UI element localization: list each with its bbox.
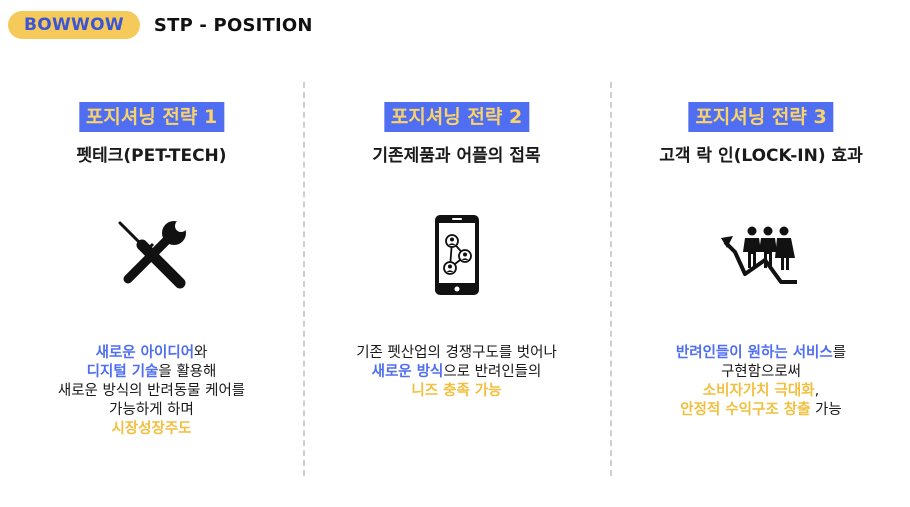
strategy-label: 포지셔닝 전략 3 <box>688 102 834 132</box>
column-divider <box>303 82 305 476</box>
desc-text: 와 <box>194 345 208 361</box>
column-divider <box>610 82 612 476</box>
highlight-text: 시장성장주도 <box>111 421 192 437</box>
desc-text: 구현함으로써 <box>720 364 802 380</box>
strategy-description: 새로운 아이디어와 디지털 기술을 활용해 새로운 방식의 반려동물 케어를 가… <box>0 344 303 439</box>
highlight-text: 반려인들이 원하는 서비스 <box>675 345 833 361</box>
tools-icon <box>107 210 197 300</box>
strategy-label: 포지셔닝 전략 1 <box>78 102 225 132</box>
smartphone-network-icon <box>412 210 502 300</box>
people-growth-icon <box>716 210 806 300</box>
strategy-description: 기존 펫산업의 경쟁구도를 벗어나 새로운 방식으로 반려인들의 니즈 충족 가… <box>305 344 608 401</box>
desc-text: 을 활용해 <box>158 364 217 380</box>
highlight-text: 안정적 수익구조 창출 <box>680 402 811 418</box>
brand-badge: BOWWOW <box>8 11 140 39</box>
highlight-text: 새로운 방식 <box>371 364 444 380</box>
strategy-column-2: 포지셔닝 전략 2 기존제품과 어플의 접목 기존 펫산업의 경쟁구도를 벗어나… <box>305 0 608 507</box>
strategy-subtitle: 펫테크(PET-TECH) <box>76 146 227 166</box>
desc-text: 가능 <box>810 402 842 418</box>
strategy-label: 포지셔닝 전략 2 <box>383 102 530 132</box>
highlight-text: 소비자가치 극대화 <box>702 383 815 399</box>
strategy-description: 반려인들이 원하는 서비스를 구현함으로써 소비자가치 극대화, 안정적 수익구… <box>612 344 910 420</box>
highlight-text: 니즈 충족 가능 <box>411 383 502 399</box>
desc-text: 새로운 방식의 반려동물 케어를 <box>57 383 246 399</box>
highlight-text: 디지털 기술 <box>86 364 159 380</box>
desc-text: 으로 반려인들의 <box>443 364 542 380</box>
strategy-column-1: 포지셔닝 전략 1 펫테크(PET-TECH) 새로운 아이디어와 디지털 기술… <box>0 0 303 507</box>
desc-text: , <box>814 383 820 399</box>
page-title: STP - POSITION <box>153 14 313 36</box>
desc-text: 기존 펫산업의 경쟁구도를 벗어나 <box>356 345 557 361</box>
highlight-text: 새로운 아이디어 <box>95 345 195 361</box>
desc-text: 가능하게 하며 <box>109 402 194 418</box>
strategy-column-3: 포지셔닝 전략 3 고객 락 인(LOCK-IN) 효과 반려인들이 원하는 서… <box>612 0 910 507</box>
strategy-subtitle: 기존제품과 어플의 접목 <box>372 146 541 166</box>
header: BOWWOW STP - POSITION <box>8 10 313 40</box>
desc-text: 를 <box>832 345 847 361</box>
strategy-subtitle: 고객 락 인(LOCK-IN) 효과 <box>659 146 863 166</box>
